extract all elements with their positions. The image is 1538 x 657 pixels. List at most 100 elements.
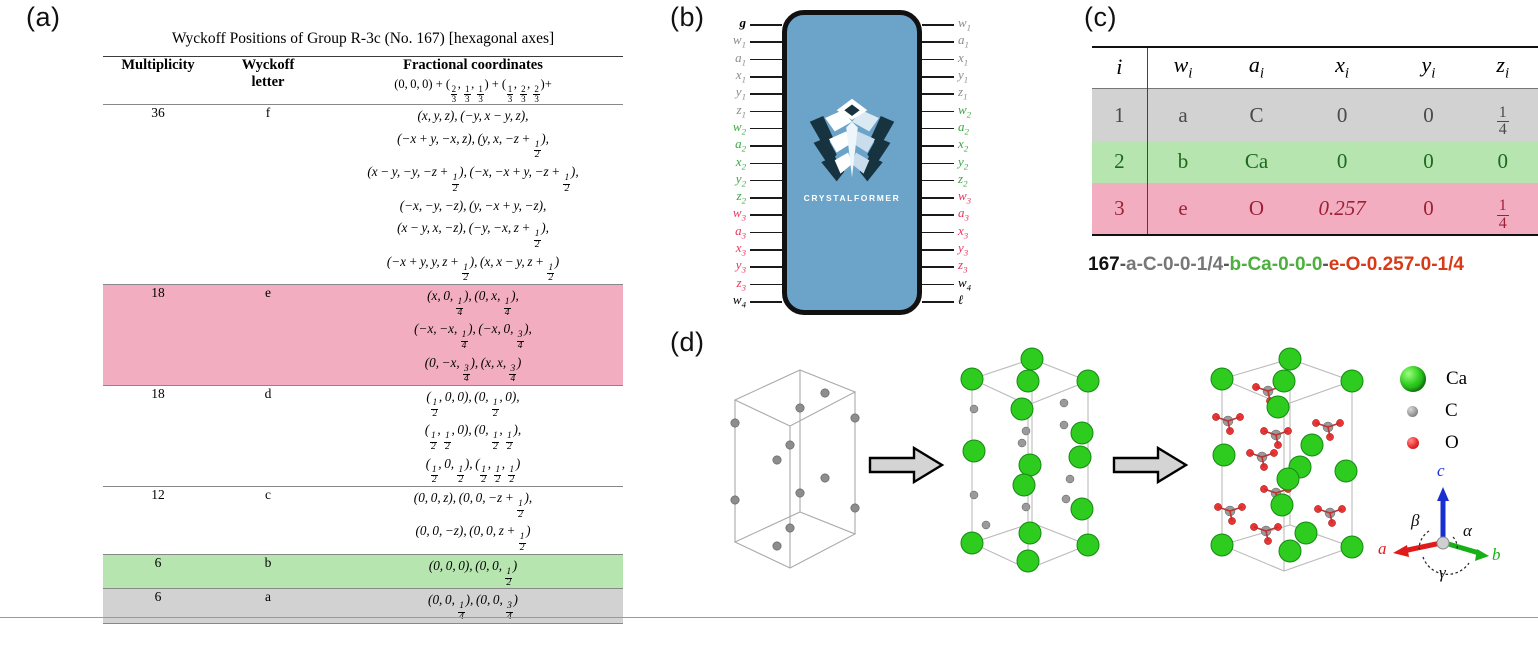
axes-arrows-icon bbox=[1393, 487, 1489, 575]
input-token-y2: y2 bbox=[735, 170, 746, 189]
header-multiplicity: Multiplicity bbox=[103, 55, 213, 105]
panel-d-label: (d) bbox=[670, 327, 705, 357]
cell-wyckoff: b bbox=[1147, 140, 1219, 183]
token-connector-line bbox=[750, 24, 782, 26]
cell-x: 0 bbox=[1294, 140, 1390, 183]
wyckoff-table-caption: Wyckoff Positions of Group R-3c (No. 167… bbox=[171, 30, 555, 47]
cell-y: 0 bbox=[1389, 88, 1468, 141]
token-connector-line bbox=[922, 214, 954, 217]
header-wyckoff-letter: Wyckoff letter bbox=[213, 55, 323, 105]
header-index-text: i bbox=[1116, 54, 1123, 80]
token-connector-line bbox=[750, 145, 782, 147]
token-connector-line bbox=[750, 75, 782, 78]
output-token-ℓ: ℓ bbox=[958, 292, 964, 307]
token-connector-line bbox=[922, 58, 954, 61]
axis-label-beta: β bbox=[1411, 511, 1420, 530]
cell-wyckoff: e bbox=[1147, 182, 1219, 237]
header-x-sub: i bbox=[1344, 65, 1350, 82]
input-token-z2: z2 bbox=[736, 188, 746, 206]
row-wyckoff-letter: e bbox=[213, 283, 323, 386]
cell-atom: O bbox=[1218, 182, 1295, 237]
token-connector-line bbox=[922, 162, 954, 165]
input-token-x1: x1 bbox=[735, 66, 746, 85]
header-z-text: z bbox=[1496, 52, 1505, 77]
input-token-z1: z1 bbox=[736, 101, 746, 120]
row-multiplicity: 18 bbox=[103, 283, 213, 386]
structure-full-caco3 bbox=[1210, 347, 1364, 572]
row-coordinates: (x, y, z), (−y, x − y, z), (−x + y, −x, … bbox=[323, 104, 623, 285]
axis-label-a: a bbox=[1378, 539, 1387, 558]
header-z-sub: i bbox=[1504, 65, 1510, 82]
carbonate-group bbox=[1214, 503, 1246, 525]
output-token-x2: x2 bbox=[958, 136, 969, 154]
structure-sequence-string: 167-a-C-0-0-1/4-b-Ca-0-0-0-e-O-0.257-0-1… bbox=[1088, 254, 1464, 276]
output-token-x1: x1 bbox=[958, 49, 969, 68]
wyckoff-table-body: 36 f (x, y, z), (−y, x − y, z), (−x + y,… bbox=[103, 104, 623, 626]
header-wyckoff-letter-line2: letter bbox=[251, 74, 285, 90]
cell-atom: C bbox=[1218, 88, 1295, 141]
sequence-spacegroup: 167 bbox=[1088, 254, 1120, 275]
sequence-dash-2: - bbox=[1223, 254, 1230, 275]
ca-sphere-icon bbox=[1400, 366, 1426, 392]
token-connector-line bbox=[922, 93, 954, 95]
header-wyckoff-letter-line1: Wyckoff bbox=[241, 57, 295, 73]
output-token-a2: a2 bbox=[958, 118, 969, 137]
axis-label-gamma: γ bbox=[1439, 563, 1446, 582]
header-x-text: x bbox=[1335, 52, 1345, 77]
legend-label-ca: Ca bbox=[1446, 368, 1468, 389]
cell-x: 0 bbox=[1294, 88, 1390, 141]
token-connector-line bbox=[922, 249, 954, 251]
token-connector-line bbox=[750, 110, 782, 113]
output-token-z2: z2 bbox=[958, 170, 968, 189]
token-connector-line bbox=[750, 283, 782, 286]
output-token-w3: w3 bbox=[958, 188, 972, 206]
input-token-a1: a1 bbox=[735, 49, 746, 68]
sequence-site-3: e-O-0.257-0-1/4 bbox=[1328, 254, 1464, 275]
legend-item-ca: Ca bbox=[1400, 363, 1467, 395]
token-connector-line bbox=[750, 127, 782, 130]
legend-item-o: O bbox=[1400, 427, 1467, 459]
footer-divider bbox=[0, 617, 1538, 619]
output-token-a3: a3 bbox=[958, 205, 969, 224]
carbonate-group bbox=[1212, 413, 1244, 435]
sequence-dash-1: - bbox=[1119, 254, 1127, 275]
cell-atom: Ca bbox=[1218, 140, 1295, 183]
sequence-site-1: a-C-0-0-1/4 bbox=[1126, 254, 1224, 275]
token-connector-line bbox=[922, 301, 954, 303]
header-coordinates-title: Fractional coordinates bbox=[403, 57, 543, 73]
output-token-a1: a1 bbox=[958, 32, 969, 50]
row-wyckoff-letter: c bbox=[213, 486, 323, 555]
output-token-z1: z1 bbox=[958, 84, 968, 102]
input-token-g: g bbox=[739, 15, 747, 30]
token-connector-line bbox=[922, 231, 954, 234]
o-sphere-icon bbox=[1407, 437, 1419, 449]
crystalformer-model-box[interactable]: CRYSTALFORMER bbox=[782, 10, 922, 315]
input-token-a2: a2 bbox=[735, 136, 746, 154]
header-wyckoff-sub: i bbox=[1188, 65, 1193, 82]
header-z: zi bbox=[1467, 46, 1538, 89]
token-connector-line bbox=[750, 214, 782, 217]
output-token-y1: y1 bbox=[958, 66, 969, 85]
axis-label-c: c bbox=[1437, 461, 1445, 480]
token-connector-line bbox=[922, 197, 954, 199]
header-x: xi bbox=[1294, 46, 1390, 89]
crystal-emblem-icon bbox=[809, 98, 895, 182]
token-connector-line bbox=[922, 75, 954, 78]
token-connector-line bbox=[922, 24, 954, 26]
input-token-a3: a3 bbox=[735, 222, 746, 241]
input-token-w3: w3 bbox=[732, 205, 746, 224]
token-connector-line bbox=[922, 110, 954, 113]
crystalformer-logo: CRYSTALFORMER bbox=[787, 93, 917, 203]
output-token-w2: w2 bbox=[958, 101, 972, 120]
header-atom-sub: i bbox=[1259, 65, 1265, 82]
header-atom-text: a bbox=[1248, 52, 1260, 77]
sequence-site-2: b-Ca-0-0-0 bbox=[1229, 254, 1323, 275]
